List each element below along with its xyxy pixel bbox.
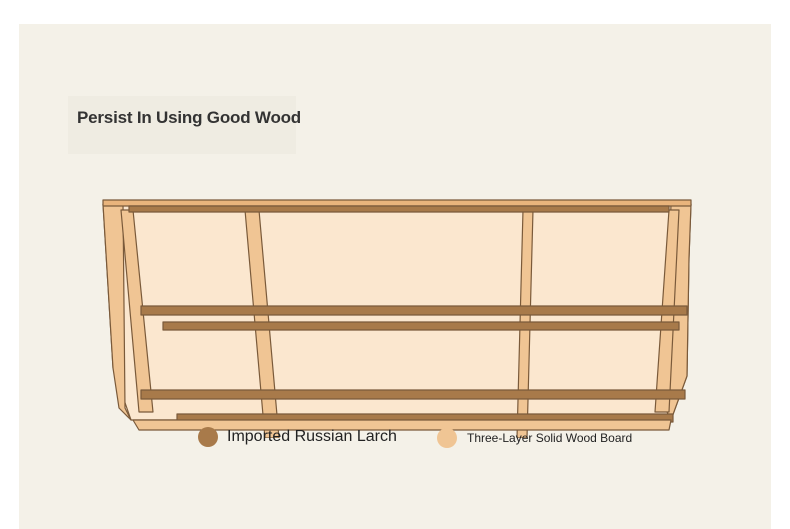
upper-larch-rail bbox=[140, 305, 688, 316]
page-title: Persist In Using Good Wood bbox=[77, 108, 301, 127]
top-larch-batten bbox=[128, 205, 670, 213]
board-swatch-icon bbox=[437, 428, 457, 448]
wood-frame-illustration bbox=[102, 199, 692, 438]
legend-item-larch: Imported Russian Larch bbox=[198, 427, 397, 447]
top-rail bbox=[102, 199, 692, 207]
upper-back-rail bbox=[162, 321, 680, 331]
legend-item-board: Three-Layer Solid Wood Board bbox=[437, 428, 632, 448]
content-panel: Persist In Using Good Wood bbox=[19, 24, 771, 529]
title-box bbox=[68, 96, 296, 154]
lower-larch-rail bbox=[140, 389, 686, 400]
bottom-board bbox=[132, 419, 672, 431]
legend-label-larch: Imported Russian Larch bbox=[227, 428, 397, 445]
larch-swatch-icon bbox=[198, 427, 218, 447]
legend-label-board: Three-Layer Solid Wood Board bbox=[467, 431, 633, 445]
